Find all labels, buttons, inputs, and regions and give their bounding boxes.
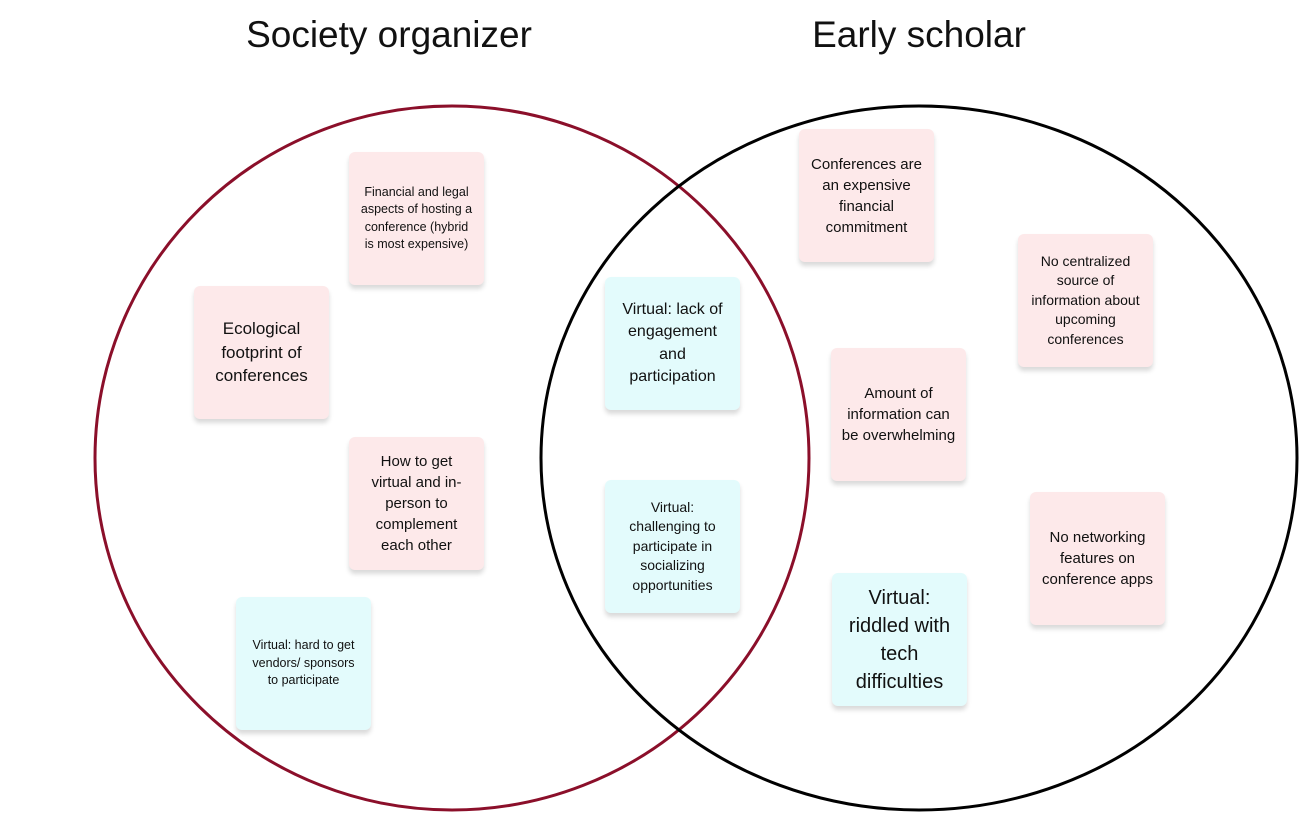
sticky-note[interactable]: Virtual: riddled with tech difficulties xyxy=(832,573,967,706)
sticky-note[interactable]: Virtual: challenging to participate in s… xyxy=(605,480,740,613)
sticky-note[interactable]: Amount of information can be overwhelmin… xyxy=(831,348,966,481)
left-set-title: Society organizer xyxy=(246,14,532,55)
sticky-note[interactable]: No centralized source of information abo… xyxy=(1018,234,1153,367)
sticky-note[interactable]: Financial and legal aspects of hosting a… xyxy=(349,152,484,285)
sticky-note[interactable]: Conferences are an expensive financial c… xyxy=(799,129,934,262)
sticky-note[interactable]: Virtual: hard to get vendors/ sponsors t… xyxy=(236,597,371,730)
sticky-note[interactable]: How to get virtual and in-person to comp… xyxy=(349,437,484,570)
left-circle xyxy=(93,104,811,812)
right-set-title: Early scholar xyxy=(812,14,1026,55)
right-circle xyxy=(539,104,1299,812)
sticky-note[interactable]: No networking features on conference app… xyxy=(1030,492,1165,625)
sticky-note[interactable]: Virtual: lack of engagement and particip… xyxy=(605,277,740,410)
sticky-note[interactable]: Ecological footprint of conferences xyxy=(194,286,329,419)
